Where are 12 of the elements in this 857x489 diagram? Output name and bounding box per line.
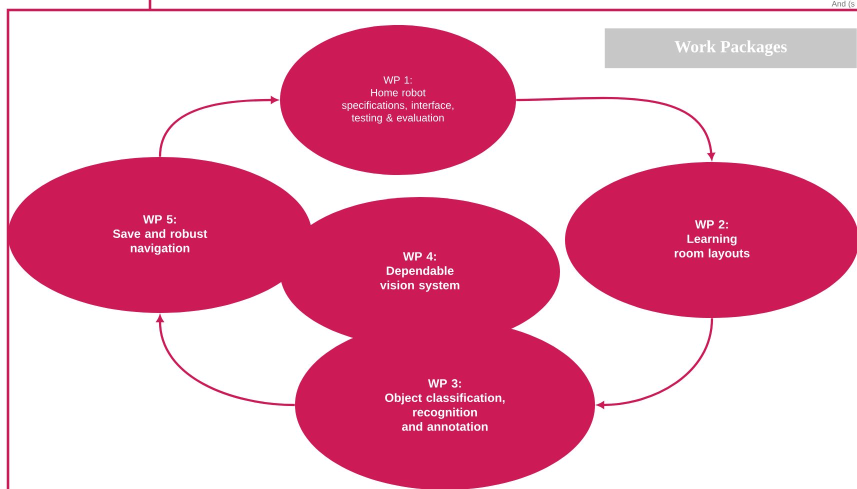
arrow [158, 96, 278, 157]
cut-text: And (s [832, 0, 854, 8]
node-label: WP 4: [403, 252, 436, 260]
arrow [156, 315, 295, 406]
node-label: WP 3: [428, 379, 461, 388]
title-banner: Work Packages [604, 28, 857, 68]
node-label: Object classification, recognition and annotation [385, 393, 505, 431]
arrow [516, 96, 715, 160]
arrow [597, 318, 714, 409]
node-label: WP 5: [143, 215, 176, 224]
node-label: Save and robust navigation [113, 229, 208, 255]
node-label: Dependable vision system [380, 266, 460, 292]
